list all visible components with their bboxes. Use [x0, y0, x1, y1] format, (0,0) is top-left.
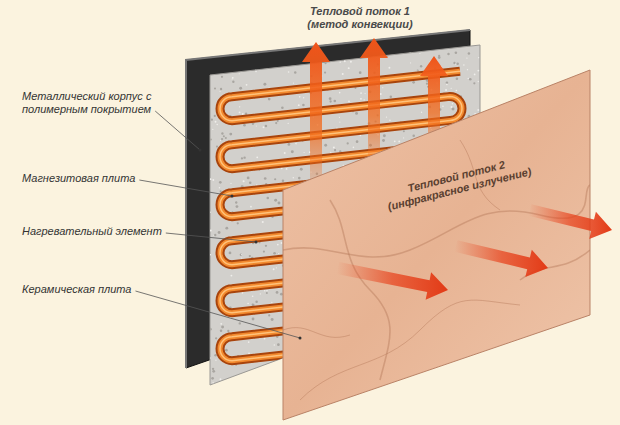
heat-flow-label: Тепловой поток 1 (метод конвекции)	[300, 5, 420, 31]
part-label: Нагревательный элемент	[22, 225, 162, 238]
part-label: Керамическая плита	[22, 283, 162, 296]
leader-lines	[135, 111, 300, 338]
ceramic-plate	[283, 70, 590, 420]
part-label: Металлический корпус с полимерным покрыт…	[22, 90, 154, 116]
marble-veins	[283, 140, 590, 400]
part-label: Магнезитовая плита	[22, 172, 162, 185]
infrared-arrows	[337, 204, 612, 300]
leader-dots	[199, 149, 302, 340]
